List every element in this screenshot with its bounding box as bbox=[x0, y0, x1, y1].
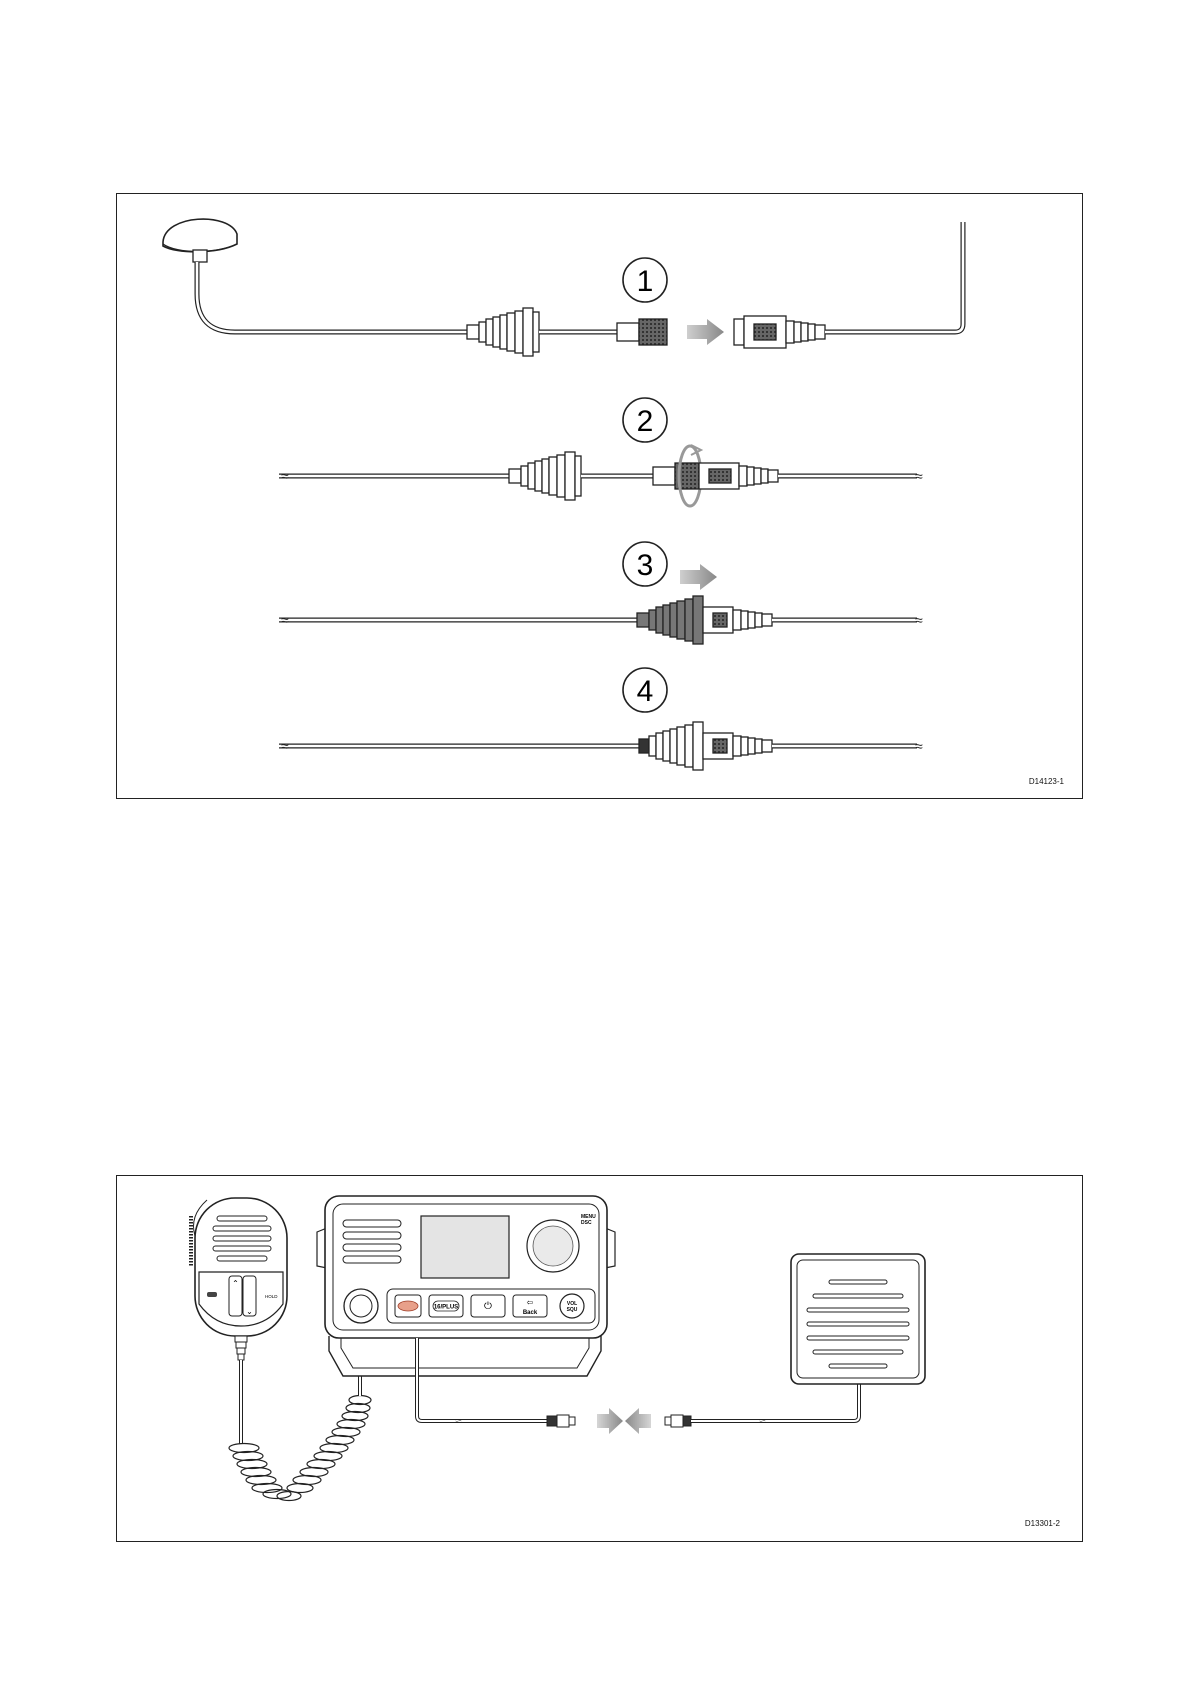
step-1-number: 1 bbox=[637, 265, 654, 298]
step-2-diagram: ≈ bbox=[279, 398, 923, 506]
distress-icon bbox=[398, 1301, 418, 1311]
connect-arrow-left-icon bbox=[625, 1408, 651, 1434]
svg-text:≈: ≈ bbox=[915, 612, 923, 628]
svg-text:≈: ≈ bbox=[759, 1414, 766, 1428]
cable-boot-connector bbox=[467, 308, 539, 356]
svg-text:≈: ≈ bbox=[281, 468, 289, 484]
handset-hold-label: HOLD bbox=[265, 1294, 278, 1299]
chevron-down-icon: ⌄ bbox=[246, 1307, 253, 1316]
back-label: Back bbox=[523, 1310, 538, 1316]
gps-antenna-icon bbox=[163, 219, 237, 252]
dsc-label: DSC bbox=[581, 1220, 592, 1226]
handset-16-button[interactable] bbox=[207, 1292, 217, 1297]
svg-text:≈: ≈ bbox=[915, 738, 923, 754]
coiled-handset-cord bbox=[229, 1396, 371, 1501]
step-3-number: 3 bbox=[637, 549, 654, 582]
step-2-number: 2 bbox=[637, 405, 654, 438]
female-socket-connector bbox=[734, 316, 825, 348]
step-4-number: 4 bbox=[637, 675, 654, 708]
radio-display-screen bbox=[421, 1216, 509, 1278]
plus-16-label: 16/PLUS bbox=[434, 1305, 458, 1311]
chevron-up-icon: ⌃ bbox=[232, 1279, 239, 1288]
step-4-diagram: ≈ ≈ 4 bbox=[279, 668, 923, 770]
radio-connection-diagram: ⌃ ⌄ HOLD bbox=[116, 1175, 1083, 1542]
external-speaker: ≈ bbox=[665, 1254, 925, 1428]
svg-text:≈: ≈ bbox=[455, 1414, 462, 1428]
radio-cable bbox=[825, 222, 963, 332]
figure-reference: D13301-2 bbox=[1025, 1519, 1060, 1528]
svg-text:≈: ≈ bbox=[915, 468, 923, 484]
svg-text:≈: ≈ bbox=[281, 738, 289, 754]
squ-label: SQU bbox=[567, 1307, 578, 1313]
figure-reference: D14123-1 bbox=[1029, 777, 1064, 786]
antenna-cable bbox=[197, 262, 469, 332]
step-1-diagram: 1 bbox=[163, 219, 963, 356]
push-arrow-icon bbox=[680, 564, 717, 590]
radio-speaker-plug bbox=[547, 1415, 575, 1427]
radio-connection-svg: ⌃ ⌄ HOLD bbox=[117, 1176, 1084, 1543]
power-icon: ⏻ bbox=[484, 1301, 492, 1312]
connector-diagram: 1 ≈ bbox=[116, 193, 1083, 799]
push-arrow-icon bbox=[687, 319, 724, 345]
step-3-diagram: ≈ ≈ bbox=[279, 542, 923, 644]
connector-diagram-svg: 1 ≈ bbox=[117, 194, 1084, 800]
svg-text:≈: ≈ bbox=[281, 612, 289, 628]
connect-arrow-right-icon bbox=[597, 1408, 623, 1434]
back-arrow-icon: ⇦ bbox=[527, 1298, 534, 1307]
